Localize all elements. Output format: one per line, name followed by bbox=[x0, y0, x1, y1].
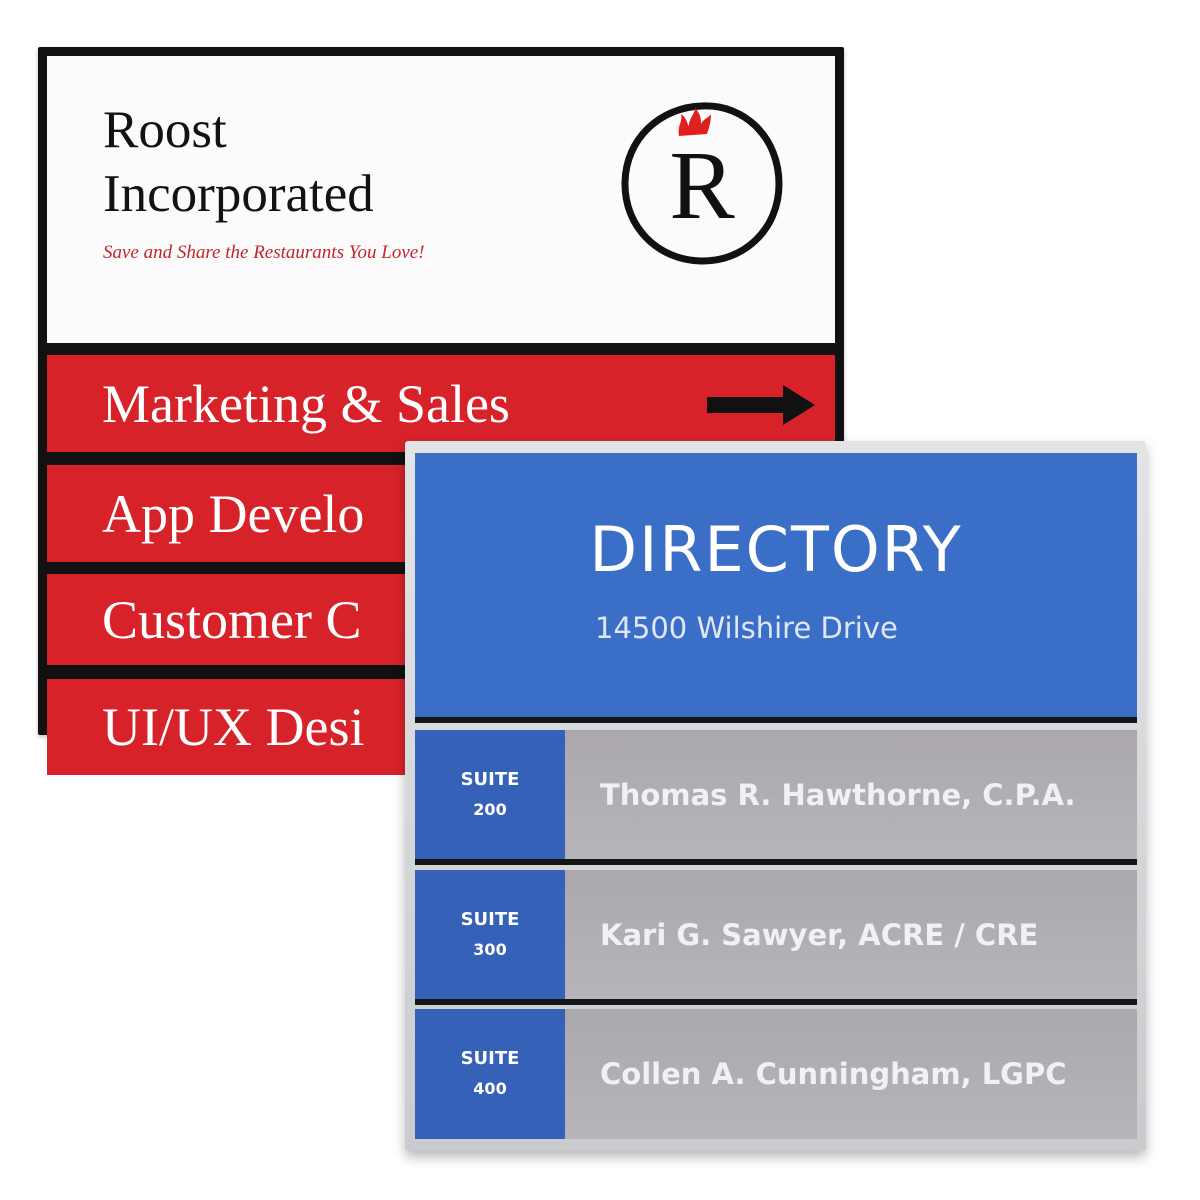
suite-number: 200 bbox=[473, 800, 507, 819]
roost-logo-icon: R bbox=[621, 102, 783, 265]
directory-row-suite-200: SUITE 200 Thomas R. Hawthorne, C.P.A. bbox=[415, 730, 1137, 860]
name-plate: Kari G. Sawyer, ACRE / CRE bbox=[565, 870, 1137, 1000]
directory-sign: DIRECTORY 14500 Wilshire Drive SUITE 200… bbox=[405, 441, 1146, 1151]
suite-box: SUITE 200 bbox=[415, 730, 565, 860]
directory-header-panel: DIRECTORY 14500 Wilshire Drive bbox=[415, 453, 1137, 721]
arrow-right-icon bbox=[707, 385, 815, 425]
suite-label: SUITE bbox=[460, 909, 520, 930]
directory-address: 14500 Wilshire Drive bbox=[595, 611, 898, 645]
row-divider bbox=[415, 859, 1137, 865]
roost-header-panel: Roost Incorporated Save and Share the Re… bbox=[47, 56, 835, 343]
tenant-name: Collen A. Cunningham, LGPC bbox=[600, 1057, 1067, 1091]
suite-label: SUITE bbox=[460, 769, 520, 790]
company-name-line1: Roost bbox=[103, 101, 227, 159]
row-divider bbox=[415, 717, 1137, 723]
directory-row-suite-400: SUITE 400 Collen A. Cunningham, LGPC bbox=[415, 1009, 1137, 1139]
row-divider bbox=[415, 999, 1137, 1005]
suite-number: 400 bbox=[473, 1079, 507, 1098]
department-label: App Develo bbox=[102, 483, 365, 544]
name-plate: Collen A. Cunningham, LGPC bbox=[565, 1009, 1137, 1139]
name-plate: Thomas R. Hawthorne, C.P.A. bbox=[565, 730, 1137, 860]
department-label: Customer C bbox=[102, 589, 362, 650]
suite-number: 300 bbox=[473, 940, 507, 959]
department-label: UI/UX Desi bbox=[102, 697, 365, 757]
logo-letter: R bbox=[669, 132, 735, 240]
directory-row-suite-300: SUITE 300 Kari G. Sawyer, ACRE / CRE bbox=[415, 870, 1137, 1000]
suite-box: SUITE 300 bbox=[415, 870, 565, 1000]
tenant-name: Kari G. Sawyer, ACRE / CRE bbox=[600, 918, 1039, 952]
company-tagline: Save and Share the Restaurants You Love! bbox=[103, 242, 425, 263]
company-name: Roost Incorporated bbox=[103, 98, 374, 226]
company-name-line2: Incorporated bbox=[103, 165, 374, 223]
department-label: Marketing & Sales bbox=[102, 373, 510, 434]
suite-label: SUITE bbox=[460, 1048, 520, 1069]
department-bar-marketing: Marketing & Sales bbox=[47, 355, 835, 452]
suite-box: SUITE 400 bbox=[415, 1009, 565, 1139]
directory-title: DIRECTORY bbox=[589, 513, 963, 586]
tenant-name: Thomas R. Hawthorne, C.P.A. bbox=[600, 778, 1076, 812]
